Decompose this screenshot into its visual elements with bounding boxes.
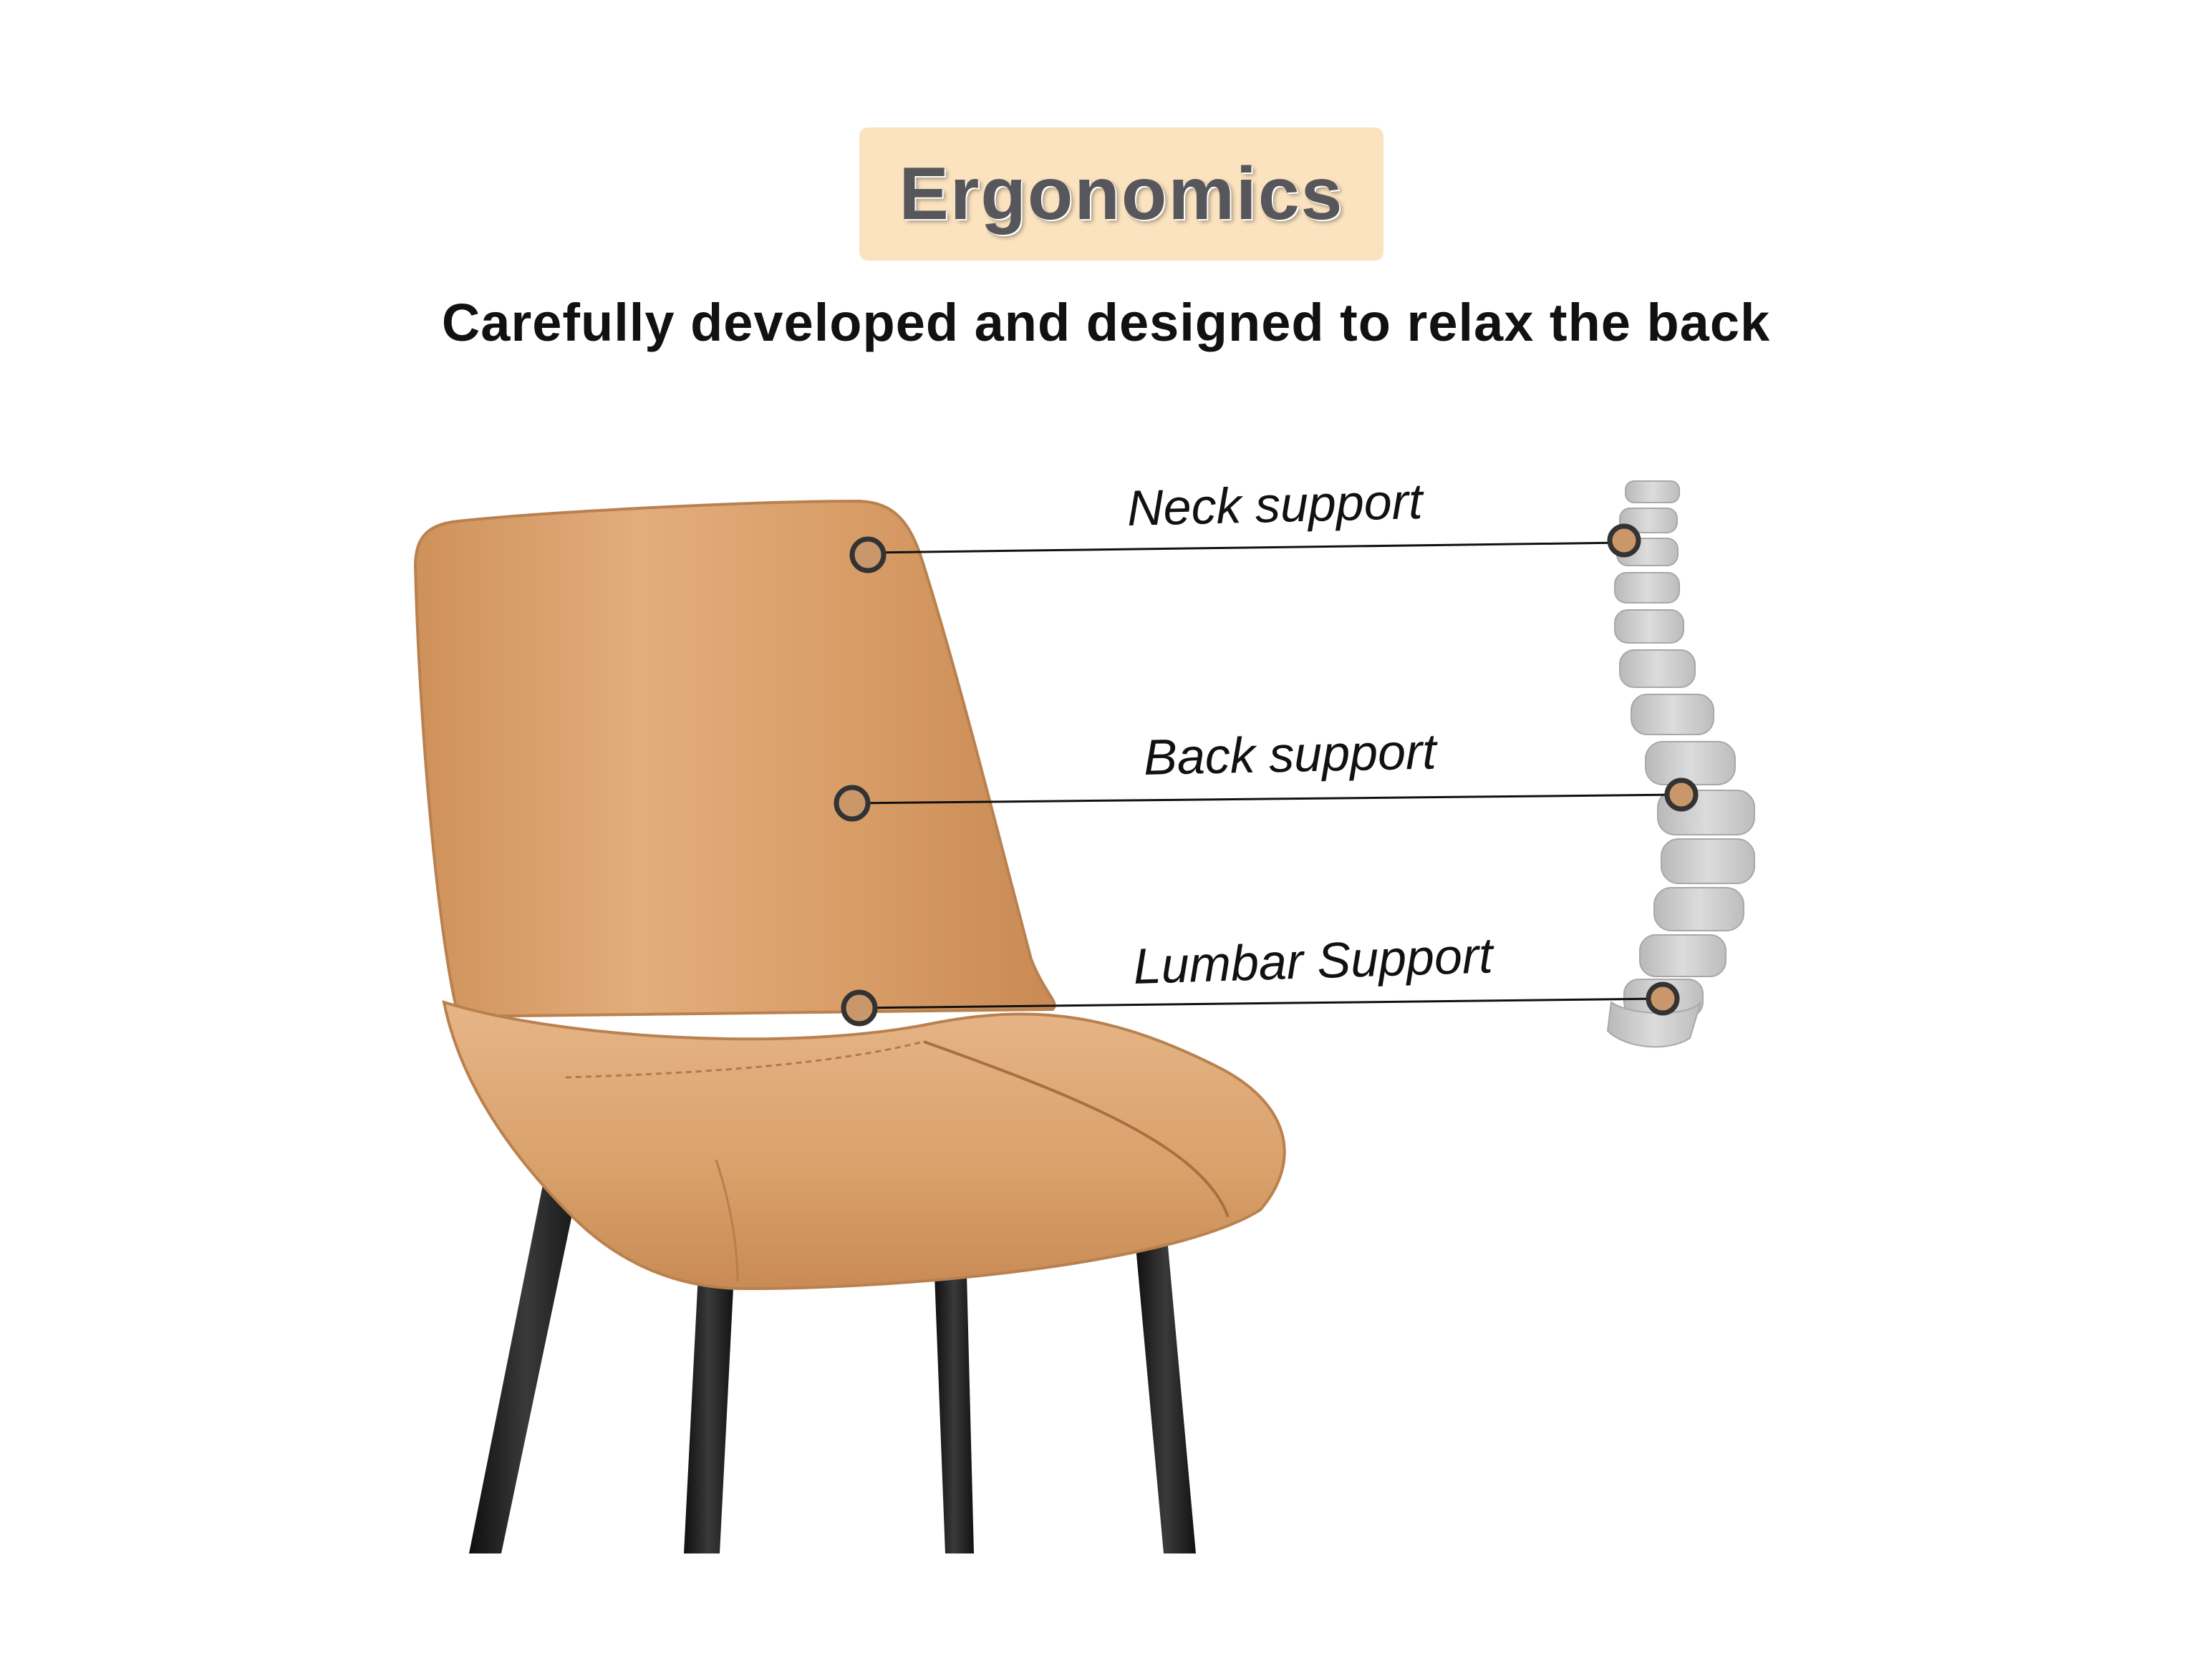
- lumbar-marker-icon: [841, 989, 878, 1027]
- callout-label-back-support: Back support: [1143, 723, 1437, 786]
- back-marker-icon: [834, 785, 871, 822]
- page-title: Ergonomics: [899, 152, 1344, 236]
- chair-legs: [469, 1160, 1196, 1553]
- neck-marker-icon: [849, 536, 887, 573]
- page-subtitle: Carefully developed and designed to rela…: [441, 293, 1771, 352]
- callout-label-lumbar-support: Lumbar Support: [1132, 927, 1494, 995]
- spine-lumbar-marker-icon: [1646, 981, 1680, 1016]
- callout-label-neck-support: Neck support: [1126, 472, 1424, 537]
- spine-back-marker-icon: [1664, 777, 1699, 812]
- chair-illustration: [413, 499, 1286, 1291]
- callout-lines: [851, 541, 1682, 1009]
- spine-markers: [1607, 523, 1699, 1016]
- spine-neck-marker-icon: [1607, 523, 1641, 558]
- title-badge: Ergonomics: [859, 127, 1383, 261]
- spine-illustration: [1606, 480, 1755, 1048]
- chair-markers: [834, 536, 887, 1027]
